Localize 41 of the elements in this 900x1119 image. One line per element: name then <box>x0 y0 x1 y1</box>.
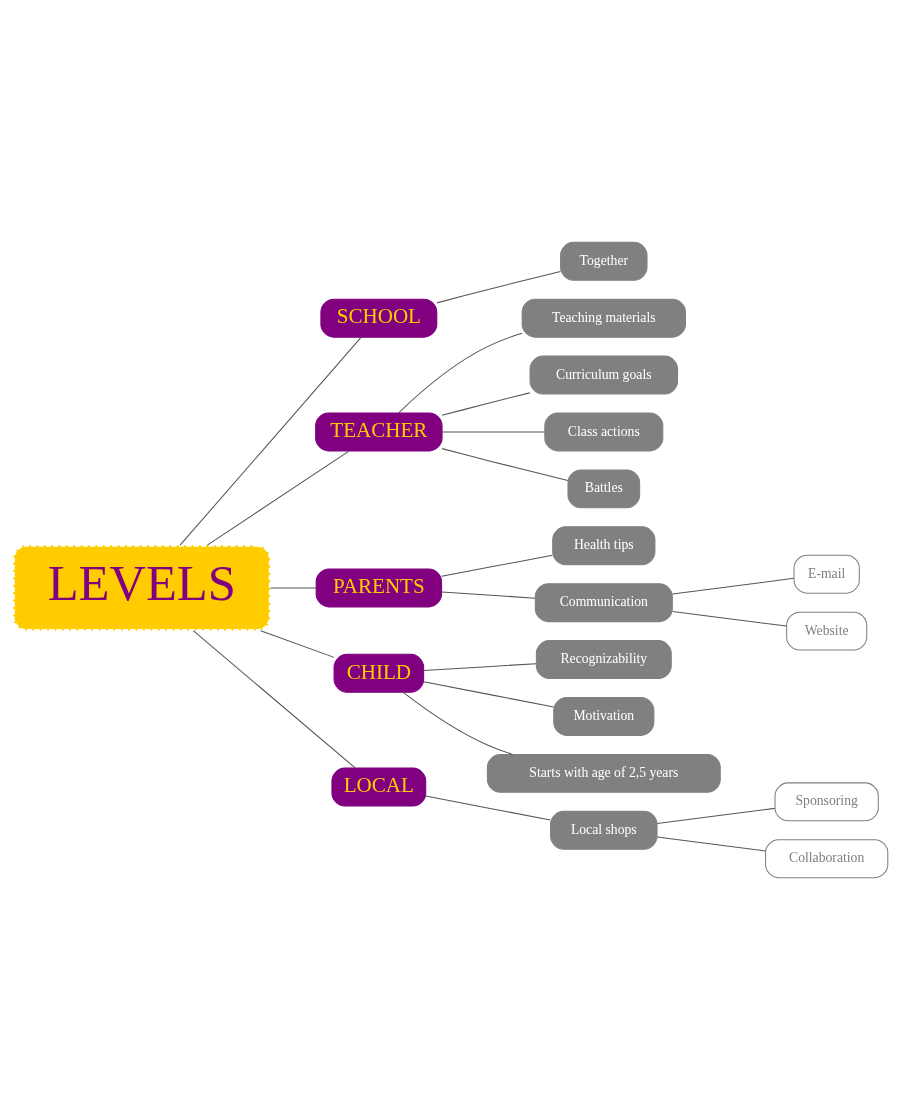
connector <box>424 794 551 821</box>
connector <box>440 554 553 577</box>
connector <box>441 430 545 432</box>
node-box: Starts with age of 2,5 years <box>486 753 721 793</box>
node-box: Sponsoring <box>774 781 879 821</box>
node-box: CHILD <box>333 653 424 693</box>
node-box: Motivation <box>552 696 654 736</box>
connector <box>671 610 787 627</box>
node-box: Collaboration <box>764 838 888 878</box>
connector <box>259 629 335 658</box>
node-box: Curriculum goals <box>529 355 678 395</box>
connector <box>441 447 568 481</box>
node-box: Local shops <box>549 810 658 850</box>
connector <box>179 336 362 546</box>
connector <box>656 836 766 851</box>
connector <box>422 680 554 707</box>
node-box: SCHOOL <box>319 298 437 338</box>
node-box: Teaching materials <box>521 298 686 338</box>
connector <box>269 586 316 588</box>
connector <box>440 591 535 599</box>
node-box: Recognizability <box>535 639 672 679</box>
node-box: LEVELS <box>11 543 272 632</box>
node-box: Class actions <box>543 412 663 451</box>
node-box: LOCAL <box>330 767 426 807</box>
connector <box>397 332 523 413</box>
connector <box>402 691 513 755</box>
connector <box>422 662 537 671</box>
connector <box>206 450 349 546</box>
node-box: PARENTS <box>315 567 442 607</box>
connector <box>656 807 775 824</box>
connector <box>441 391 530 416</box>
node-box: Website <box>785 611 867 651</box>
node-box: Together <box>559 241 648 281</box>
node-box: Battles <box>566 468 640 508</box>
connector <box>192 629 356 768</box>
connector <box>436 270 561 303</box>
node-box: Communication <box>534 582 673 622</box>
node-box: E-mail <box>793 554 860 594</box>
node-box: Health tips <box>551 525 655 565</box>
connector <box>671 577 794 594</box>
node-box: TEACHER <box>314 412 443 451</box>
